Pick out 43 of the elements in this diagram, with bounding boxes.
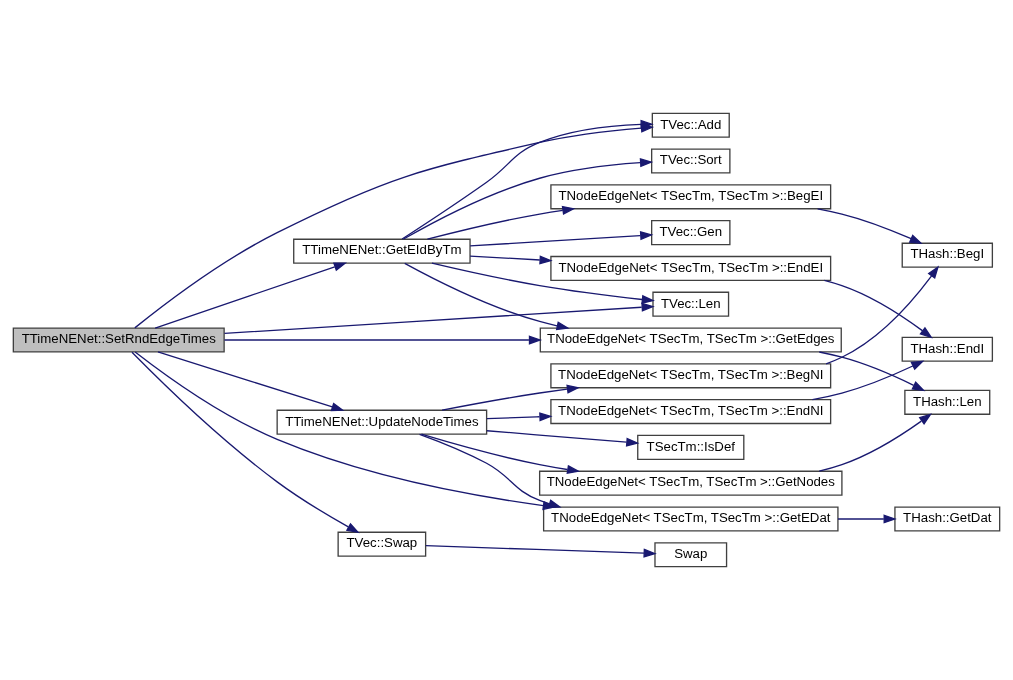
node-box: TNodeEdgeNet< TSecTm, TSecTm >::GetEdges [539, 327, 842, 353]
node-box: Swap [654, 542, 728, 568]
node-box: THash::Len [904, 389, 991, 415]
node-box: THash::BegI [901, 242, 994, 268]
node-box: TSecTm::IsDef [637, 434, 745, 460]
node-box: THash::GetDat [894, 506, 1001, 532]
node-box: TVec::Swap [337, 531, 427, 557]
arrow [469, 255, 553, 265]
arrow [823, 279, 933, 339]
arrow [131, 351, 360, 534]
node-box: THash::EndI [901, 336, 994, 362]
node-box: TNodeEdgeNet< TSecTm, TSecTm >::BegEI [550, 184, 832, 210]
node-box: TNodeEdgeNet< TSecTm, TSecTm >::BegNI [550, 363, 832, 389]
node-box: TVec::Sort [651, 148, 731, 174]
arrow [818, 351, 926, 392]
arrow [486, 412, 553, 422]
node-box: TVec::Add [651, 112, 730, 138]
arrow [404, 262, 570, 331]
arrow [157, 351, 345, 412]
node-box: TVec::Gen [651, 220, 731, 246]
node-box: TNodeEdgeNet< TSecTm, TSecTm >::GetNodes [538, 470, 843, 496]
node-box: TTimeNENet::GetEIdByTm [293, 238, 471, 264]
arrow [825, 265, 940, 365]
node-box: TNodeEdgeNet< TSecTm, TSecTm >::EndEI [550, 255, 832, 281]
arrow [431, 262, 655, 305]
arrow [486, 430, 640, 447]
arrow [816, 208, 923, 244]
arrow [837, 514, 897, 524]
arrow [425, 544, 657, 558]
node-box: TTimeNENet::SetRndEdgeTimes [12, 327, 225, 353]
arrow [426, 205, 576, 240]
node-box: TTimeNENet::UpdateNodeTimes [276, 409, 488, 435]
arrow [154, 262, 348, 329]
arrow [420, 433, 581, 475]
arrow [469, 230, 654, 247]
node-box: TVec::Len [652, 291, 730, 317]
arrow [402, 158, 654, 240]
arrow [441, 384, 581, 411]
arrow [223, 302, 655, 335]
arrow [223, 335, 543, 345]
arrow [818, 413, 933, 472]
node-box: TNodeEdgeNet< TSecTm, TSecTm >::EndNI [550, 399, 832, 425]
node-box: TNodeEdgeNet< TSecTm, TSecTm >::GetEDat [542, 506, 839, 532]
